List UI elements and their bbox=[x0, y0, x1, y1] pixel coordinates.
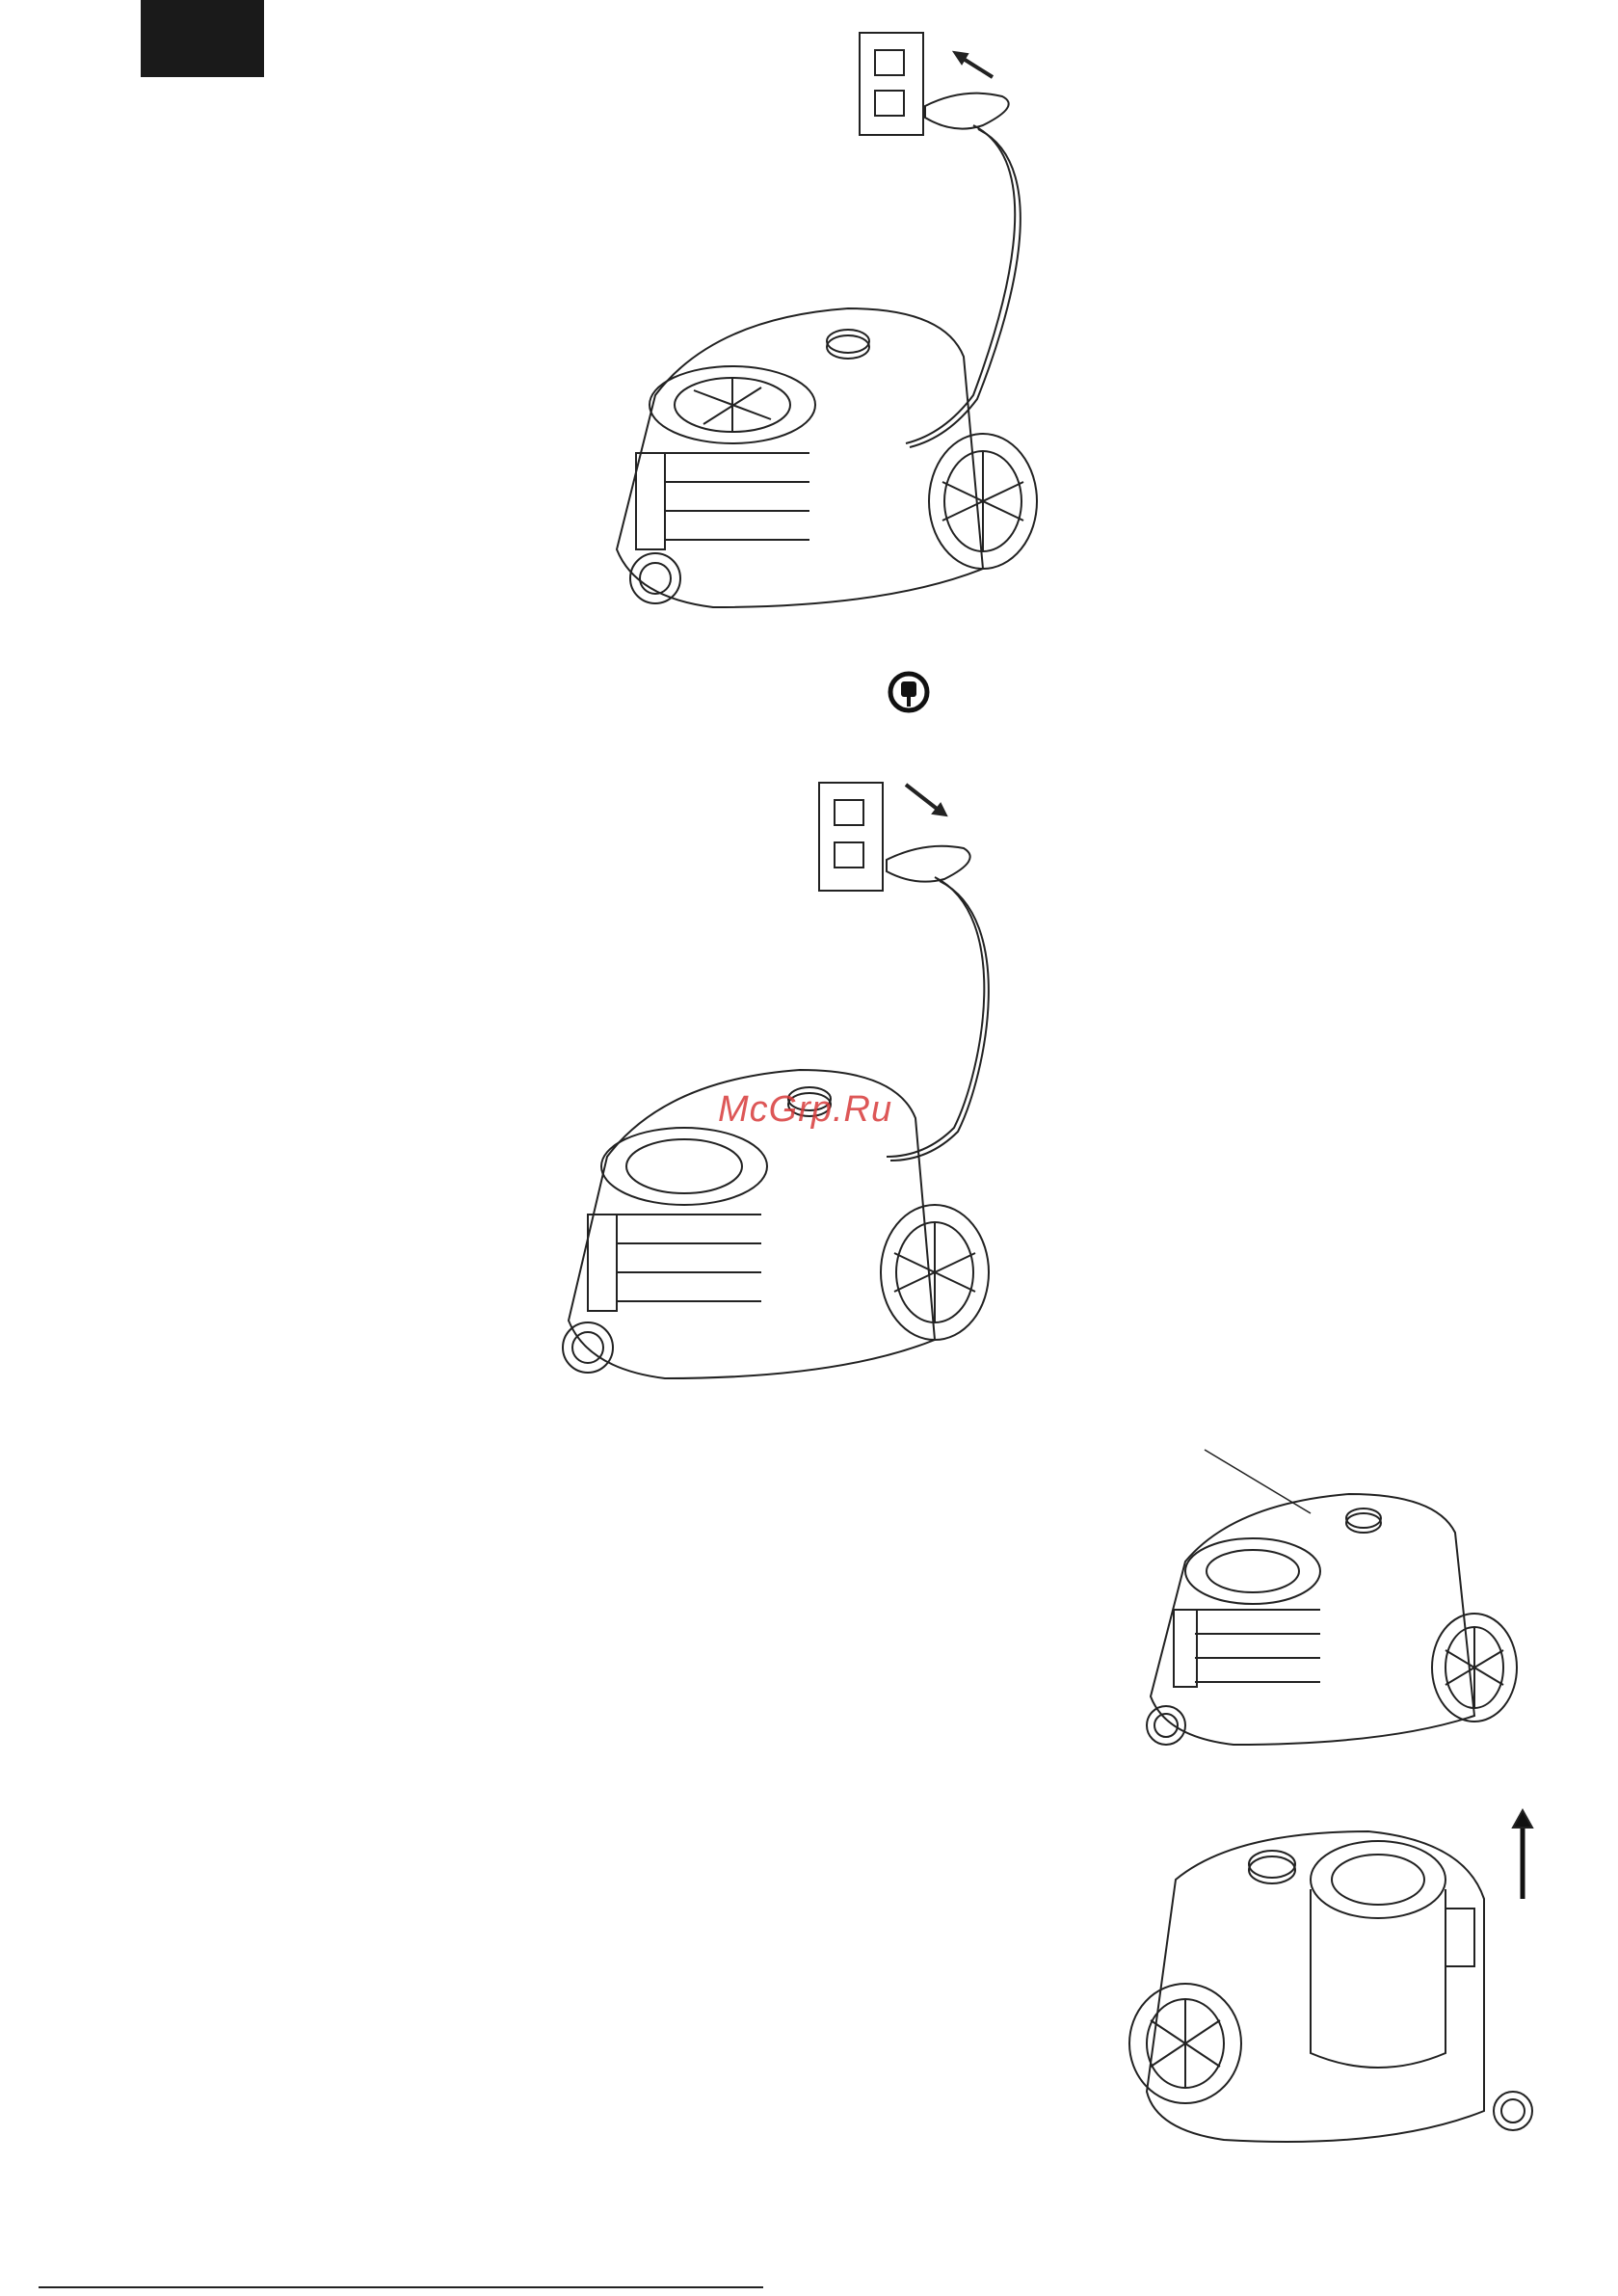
vacuum-cleaner-icon bbox=[1147, 1494, 1517, 1745]
watermark: McGrp.Ru bbox=[718, 1089, 892, 1131]
hand-with-plug-icon bbox=[887, 846, 970, 882]
pointer-line bbox=[1205, 1450, 1311, 1513]
figure-handle-callout bbox=[1127, 1436, 1542, 1783]
cord-rewind-icon bbox=[887, 670, 931, 714]
vacuum-plug-in-illustration bbox=[597, 29, 1041, 636]
vacuum-cleaner-icon bbox=[1129, 1831, 1532, 2142]
arrow-down-right-icon bbox=[906, 785, 941, 812]
figure-plug-in bbox=[597, 29, 1041, 636]
vacuum-rear-illustration bbox=[1118, 1802, 1542, 2169]
wall-socket-icon bbox=[860, 33, 923, 135]
vacuum-cleaner-icon bbox=[617, 308, 1037, 607]
footer-rule bbox=[39, 2286, 763, 2288]
cord-rewind-symbol bbox=[887, 670, 931, 714]
figure-lift-container bbox=[1118, 1802, 1542, 2169]
vacuum-callout-illustration bbox=[1127, 1436, 1542, 1783]
language-tab bbox=[141, 0, 264, 77]
wall-socket-icon bbox=[819, 783, 883, 891]
hand-with-plug-icon bbox=[925, 93, 1009, 129]
